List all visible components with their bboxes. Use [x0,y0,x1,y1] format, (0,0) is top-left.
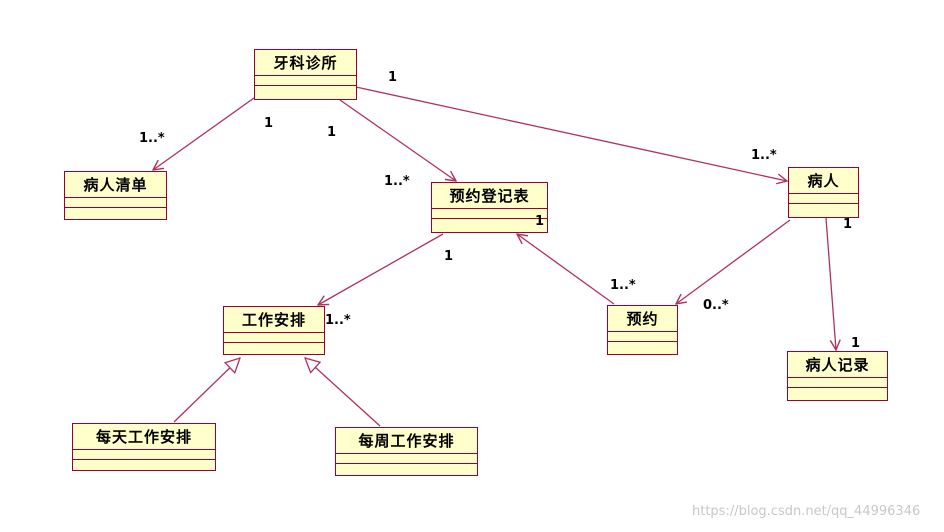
class-name: 预约登记表 [432,183,547,209]
class-appointment[interactable]: 预约 [607,305,678,355]
class-patient-list[interactable]: 病人清单 [64,171,167,220]
assoc-patient-record [825,217,836,350]
multiplicity-label: 1 [535,214,545,229]
class-work-schedule[interactable]: 工作安排 [223,306,325,355]
attributes-compartment [224,333,324,343]
assoc-clinic-patient [355,86,787,181]
class-name: 病人记录 [788,352,887,378]
class-name: 每周工作安排 [336,428,477,454]
assoc-clinic-register [339,99,456,181]
multiplicity-label: 0..* [703,298,729,313]
class-name: 预约 [608,306,677,332]
assoc-clinic-patient-list [153,97,255,170]
multiplicity-label: 1 [843,217,853,232]
multiplicity-label: 1 [388,70,398,85]
class-name: 病人清单 [65,172,166,198]
attributes-compartment [789,194,858,204]
multiplicity-label: 1 [264,116,274,131]
watermark-text: https://blog.csdn.net/qq_44996346 [692,504,921,519]
class-patient[interactable]: 病人 [788,167,859,218]
assoc-appointment-register [517,234,615,305]
class-name: 病人 [789,168,858,194]
attributes-compartment [255,76,356,86]
multiplicity-label: 1 [851,336,861,351]
multiplicity-label: 1..* [325,313,351,328]
multiplicity-label: 1..* [751,148,777,163]
attributes-compartment [73,450,215,460]
class-name: 牙科诊所 [255,50,356,76]
class-dental-clinic[interactable]: 牙科诊所 [254,49,357,100]
multiplicity-label: 1..* [384,174,410,189]
class-patient-record[interactable]: 病人记录 [787,351,888,401]
multiplicity-label: 1..* [139,131,165,146]
generalization-weekly [305,358,381,427]
class-daily-schedule[interactable]: 每天工作安排 [72,423,216,471]
attributes-compartment [788,378,887,388]
attributes-compartment [65,198,166,208]
attributes-compartment [432,209,547,219]
attributes-compartment [608,332,677,342]
class-weekly-schedule[interactable]: 每周工作安排 [335,427,478,476]
class-name: 工作安排 [224,307,324,333]
multiplicity-label: 1 [327,125,337,140]
multiplicity-label: 1 [444,249,454,264]
attributes-compartment [336,454,477,464]
multiplicity-label: 1..* [610,278,636,293]
assoc-register-schedule [318,233,444,305]
class-name: 每天工作安排 [73,424,215,450]
generalization-daily [173,358,240,423]
class-appointment-register[interactable]: 预约登记表 [431,182,548,233]
assoc-patient-appointment [676,219,791,304]
